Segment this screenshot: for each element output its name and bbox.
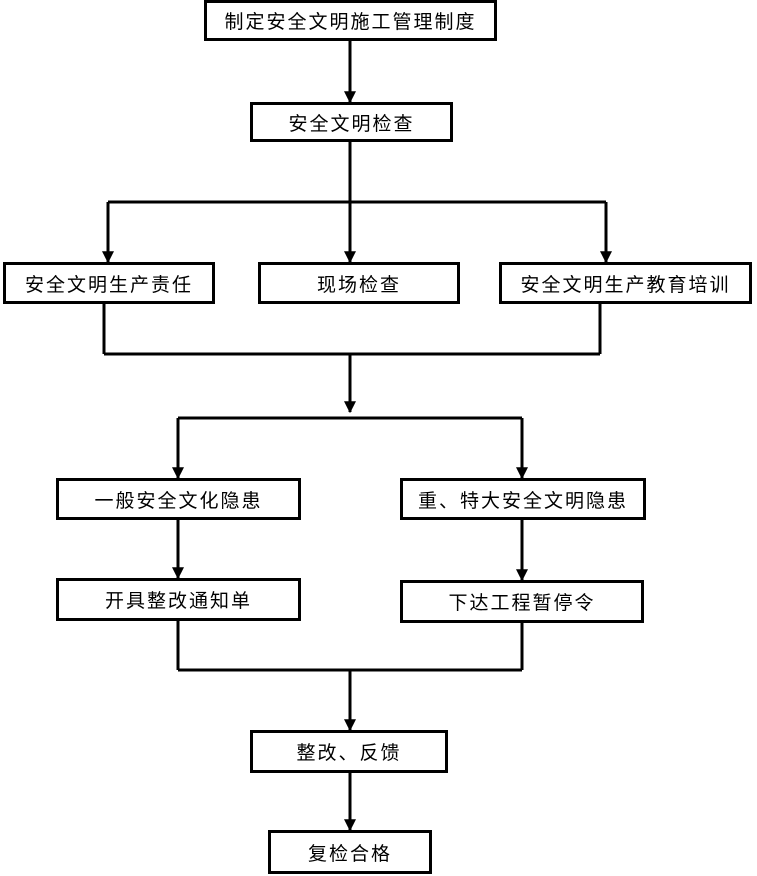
node-recheck-pass: 复检合格 — [268, 830, 432, 874]
node-inspection: 安全文明检查 — [250, 102, 453, 142]
node-rectify-notice: 开具整改通知单 — [56, 578, 301, 621]
node-major-hazard: 重、特大安全文明隐患 — [400, 478, 646, 520]
node-general-hazard: 一般安全文化隐患 — [56, 478, 301, 520]
node-policy: 制定安全文明施工管理制度 — [204, 0, 497, 41]
node-training: 安全文明生产教育培训 — [499, 262, 752, 304]
node-site-check: 现场检查 — [258, 262, 460, 304]
node-responsibility: 安全文明生产责任 — [3, 262, 215, 304]
node-rectify-feedback: 整改、反馈 — [250, 730, 448, 773]
node-stop-order: 下达工程暂停令 — [400, 580, 644, 623]
